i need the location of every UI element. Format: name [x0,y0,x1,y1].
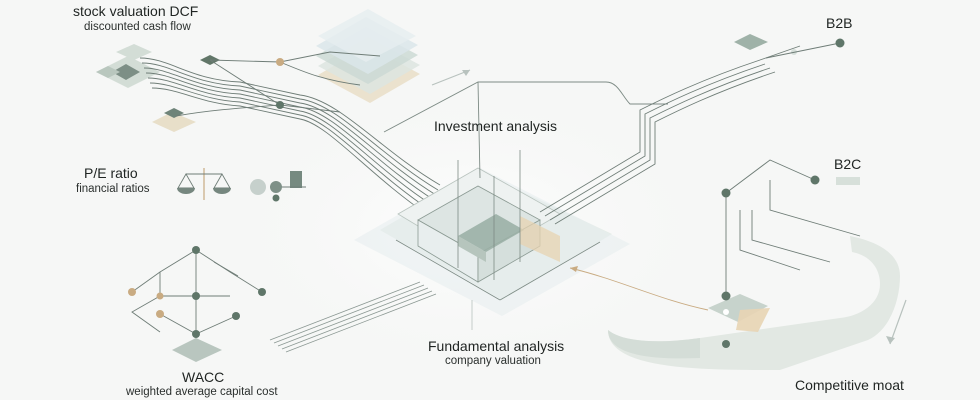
b2c-flow-lines [725,159,861,296]
b2c-label: B2C [834,156,862,172]
wacc-subtitle: weighted average capital cost [126,386,278,398]
moat-ribbon [608,236,907,370]
pe-subtitle: financial ratios [76,183,150,195]
investment-connector [383,81,668,179]
scale-icon [177,168,231,200]
pe-title: P/E ratio [84,165,138,181]
wacc-nodes [128,246,266,362]
wacc-flow-lines [269,281,437,353]
dcf-diamonds [96,44,220,132]
dcf-nodes [276,58,284,109]
fundamental-analysis-title: Fundamental analysis [428,338,565,354]
fundamental-analysis-subtitle: company valuation [445,355,541,367]
dcf-title: stock valuation DCF [73,3,199,19]
flow-arrow [431,69,471,86]
dcf-flow-lines [139,51,441,216]
b2c-node-left [721,188,731,198]
b2c-node-right [810,175,820,185]
b2b-flow-lines [539,45,801,225]
moat-connector [569,267,709,311]
layered-planes [316,9,420,103]
investment-analysis-label: Investment analysis [434,118,557,134]
ratio-shapes-icon [250,171,306,202]
b2b-label: B2B [826,15,853,31]
b2b-node [835,38,845,48]
center-cube [354,150,630,316]
wacc-title: WACC [182,369,225,385]
b2c-bar [836,177,860,185]
dcf-subtitle: discounted cash flow [84,21,191,33]
b2b-diamond [734,34,768,50]
competitive-moat-label: Competitive moat [795,377,904,393]
